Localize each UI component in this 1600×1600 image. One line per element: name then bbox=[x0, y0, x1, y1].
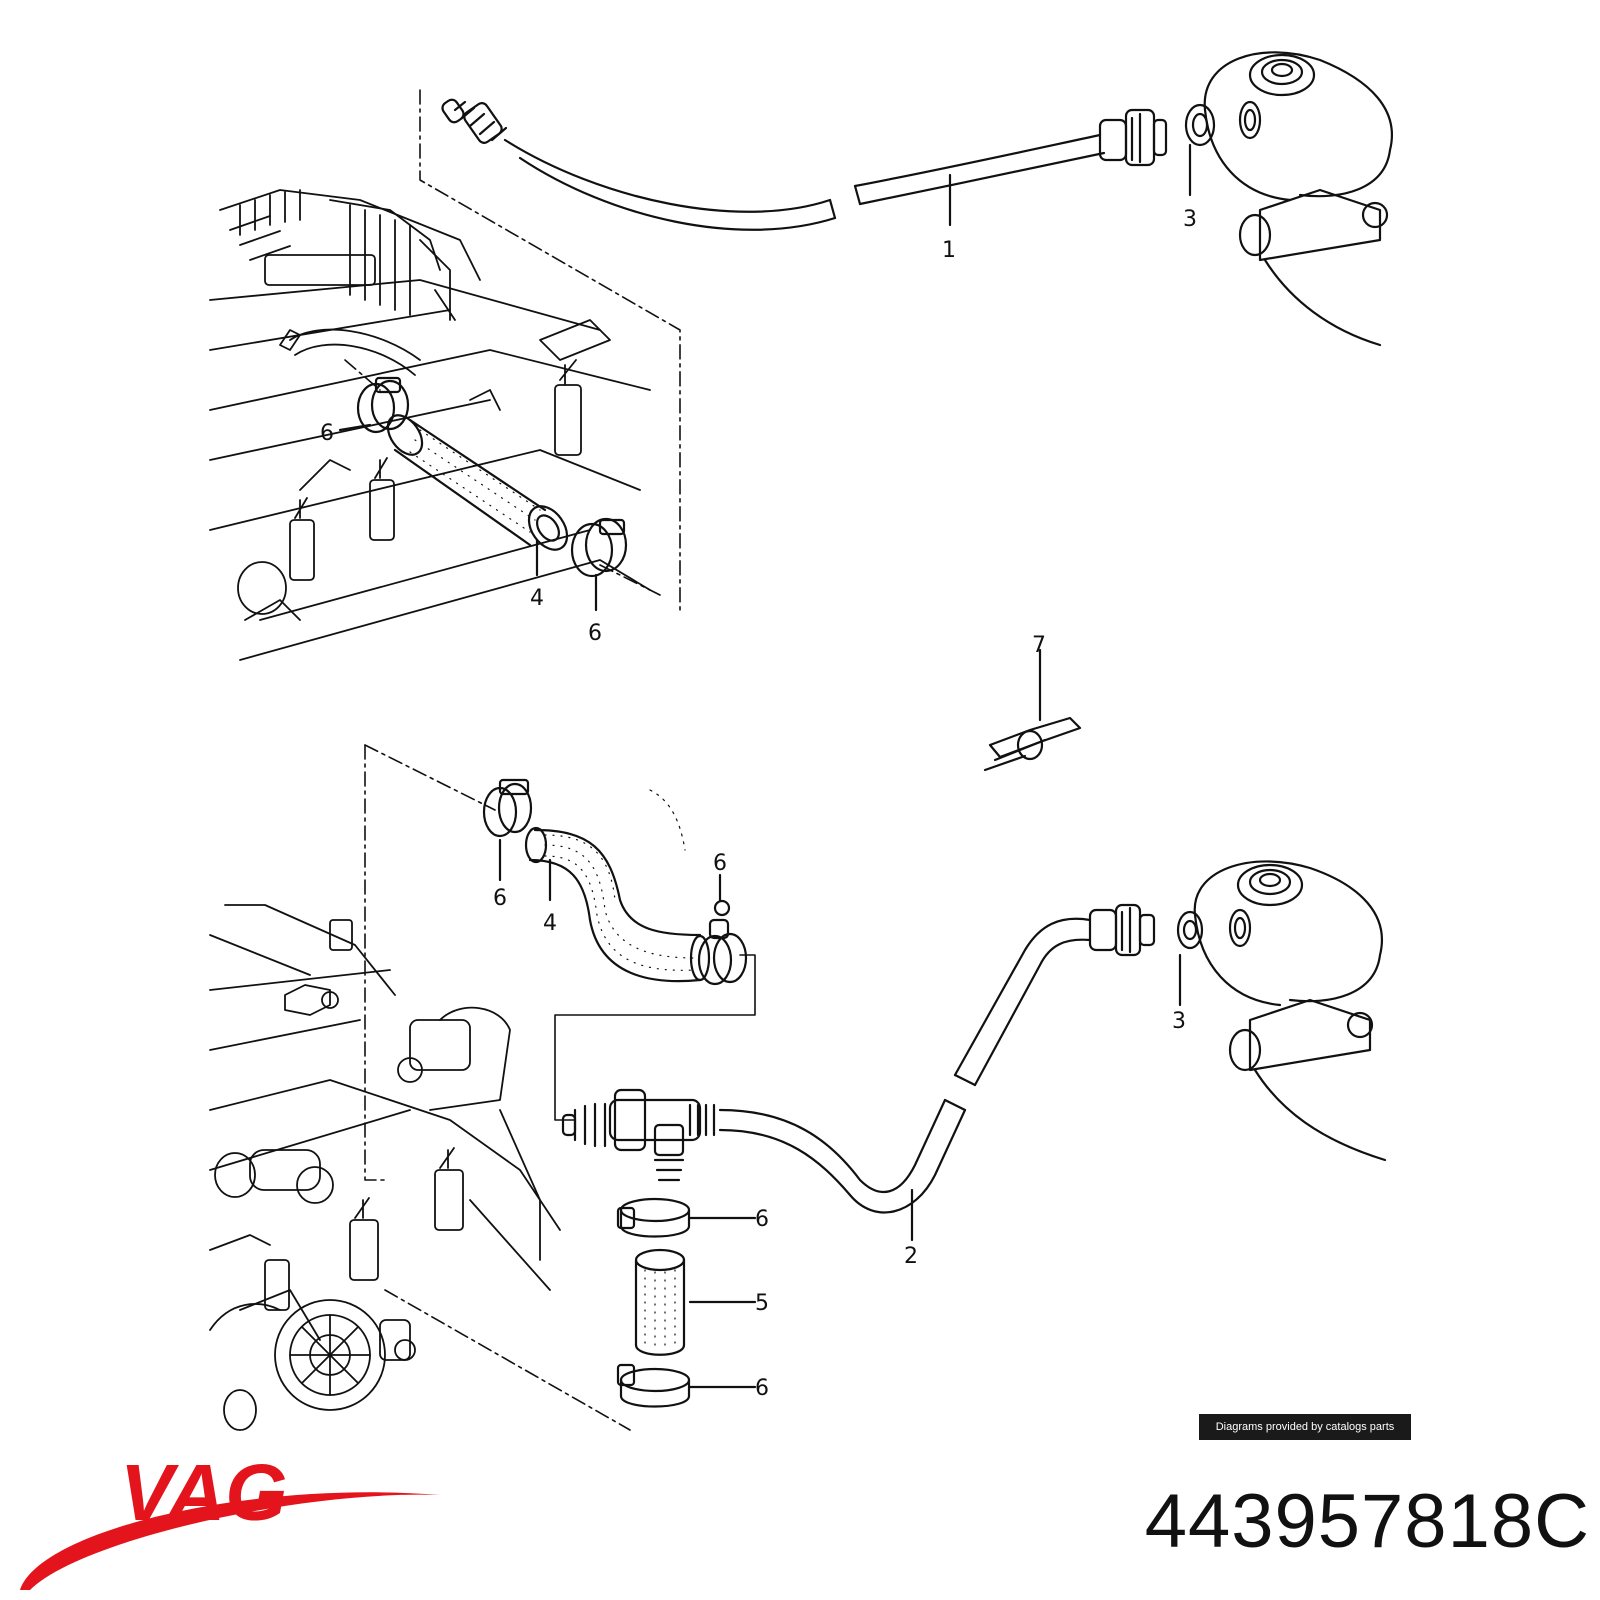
seal-ring-3-top bbox=[1184, 103, 1216, 147]
brand-wordmark: VAG bbox=[120, 1448, 287, 1537]
callout-6: 6 bbox=[588, 621, 602, 646]
seal-ring-3-bottom bbox=[1176, 910, 1204, 950]
diagram-credit-badge: Diagrams provided by catalogs parts bbox=[1199, 1414, 1411, 1440]
engine-block-bottom bbox=[209, 904, 561, 1431]
callout-1: 1 bbox=[942, 238, 956, 263]
brake-booster-bottom bbox=[1193, 860, 1387, 1162]
callout-5: 5 bbox=[755, 1291, 769, 1316]
callout-6: 6 bbox=[713, 851, 727, 876]
callout-7: 7 bbox=[1032, 633, 1046, 658]
guide-line bbox=[364, 744, 386, 1181]
callout-6: 6 bbox=[755, 1207, 769, 1232]
hose-clamp-6e bbox=[616, 1197, 691, 1238]
vacuum-hose-1 bbox=[441, 98, 1168, 231]
coolant-hose-5 bbox=[634, 1248, 686, 1356]
part-number: 443957818C bbox=[1144, 1479, 1590, 1564]
callout-2: 2 bbox=[904, 1244, 918, 1269]
hose-clamp-6a bbox=[356, 376, 410, 434]
brake-booster-top bbox=[1203, 51, 1393, 347]
engine-block-top bbox=[209, 189, 651, 661]
callout-3: 3 bbox=[1172, 1009, 1186, 1034]
callout-6: 6 bbox=[493, 886, 507, 911]
hose-clamp-6d bbox=[697, 899, 748, 986]
coolant-hose-4-top bbox=[386, 414, 569, 551]
hose-clamp-6b bbox=[570, 517, 628, 578]
callout-6: 6 bbox=[320, 421, 334, 446]
callout-6: 6 bbox=[755, 1376, 769, 1401]
hose-clamp-6f bbox=[616, 1363, 691, 1408]
callout-3: 3 bbox=[1183, 207, 1197, 232]
vag-logo: VAG bbox=[20, 1448, 440, 1590]
coolant-hose-4-bottom bbox=[524, 826, 711, 983]
callout-4: 4 bbox=[543, 911, 557, 936]
hose-clip-7 bbox=[983, 648, 1082, 772]
callout-4: 4 bbox=[530, 586, 544, 611]
vacuum-hose-2 bbox=[688, 903, 1156, 1214]
hose-clamp-6c bbox=[482, 778, 533, 838]
t-connector bbox=[561, 1088, 702, 1182]
